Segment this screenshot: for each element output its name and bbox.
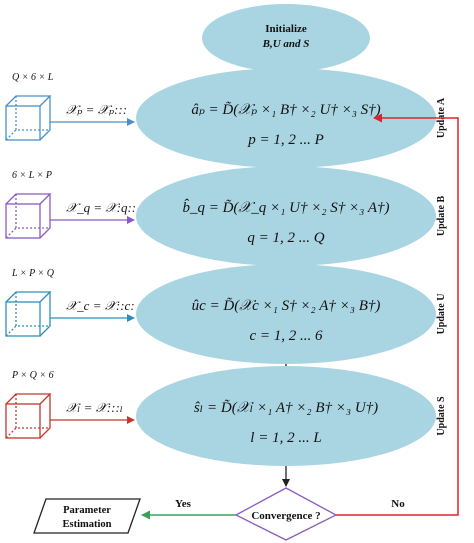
no-arrow bbox=[336, 113, 459, 516]
start-line1: Initialize bbox=[265, 23, 307, 35]
stage-s: ŝₗ = D̃(𝒳ₗ ×₁ A† ×₂ B† ×₃ U†) l = 1, 2 ..… bbox=[5, 366, 447, 466]
stage-range: p = 1, 2 ... P bbox=[247, 132, 324, 148]
stage-ellipse bbox=[136, 68, 436, 168]
tensor-size-label: 6 × L × P bbox=[12, 170, 52, 181]
stage-formula: ŝₗ = D̃(𝒳ₗ ×₁ A† ×₂ B† ×₃ U†) bbox=[194, 400, 378, 416]
convergence-label: Convergence ? bbox=[251, 510, 320, 522]
tensor-cube-icon bbox=[5, 291, 52, 337]
stage-formula: b̂_q = D̃(𝒳_q ×₁ U† ×₂ S† ×₃ A†) bbox=[182, 199, 389, 216]
stage-range: l = 1, 2 ... L bbox=[250, 430, 321, 446]
no-label: No bbox=[391, 498, 405, 510]
stage-range: c = 1, 2 ... 6 bbox=[249, 328, 323, 344]
yes-label: Yes bbox=[175, 498, 192, 510]
update-label: Update U bbox=[436, 294, 447, 335]
unfold-expression: 𝒳_q = 𝒳:q:: bbox=[66, 200, 136, 215]
stage-ellipse bbox=[136, 366, 436, 466]
tensor-cube-icon bbox=[5, 193, 52, 239]
stage-ellipse bbox=[136, 166, 436, 266]
output-line1: Parameter bbox=[63, 505, 111, 516]
start-node: Initialize B,U and S bbox=[202, 4, 370, 72]
stage-ellipse bbox=[136, 264, 436, 364]
update-label: Update B bbox=[436, 196, 447, 237]
output-line2: Estimation bbox=[62, 519, 111, 530]
start-line2: B,U and S bbox=[262, 38, 310, 50]
stage-formula: âₚ = D̃(𝒳ₚ ×₁ B† ×₂ U† ×₃ S†) bbox=[191, 102, 380, 118]
tensor-cube-icon bbox=[5, 95, 52, 141]
stage-b: b̂_q = D̃(𝒳_q ×₁ U† ×₂ S† ×₃ A†) q = 1, 2… bbox=[5, 166, 447, 266]
tensor-size-label: L × P × Q bbox=[11, 268, 55, 279]
stage-a: âₚ = D̃(𝒳ₚ ×₁ B† ×₂ U† ×₃ S†) p = 1, 2 ..… bbox=[5, 68, 447, 168]
stage-formula: ûc = D̃(𝒳c ×₁ S† ×₂ A† ×₃ B†) bbox=[192, 298, 381, 314]
stage-u: ûc = D̃(𝒳c ×₁ S† ×₂ A† ×₃ B†) c = 1, 2 ..… bbox=[5, 264, 447, 364]
unfold-expression: 𝒳_c = 𝒳::c: bbox=[66, 298, 135, 313]
output-node: Parameter Estimation bbox=[33, 498, 141, 534]
unfold-expression: 𝒳ₗ = 𝒳:::ₗ bbox=[66, 400, 123, 415]
tensor-size-label: Q × 6 × L bbox=[12, 72, 54, 83]
tensor-cube-icon bbox=[5, 393, 52, 439]
convergence-decision: Convergence ? bbox=[234, 487, 338, 541]
tensor-size-label: P × Q × 6 bbox=[11, 370, 54, 381]
update-label: Update S bbox=[436, 396, 447, 436]
unfold-expression: 𝒳ₚ = 𝒳ₚ::: bbox=[66, 102, 127, 117]
stage-range: q = 1, 2 ... Q bbox=[247, 230, 324, 246]
